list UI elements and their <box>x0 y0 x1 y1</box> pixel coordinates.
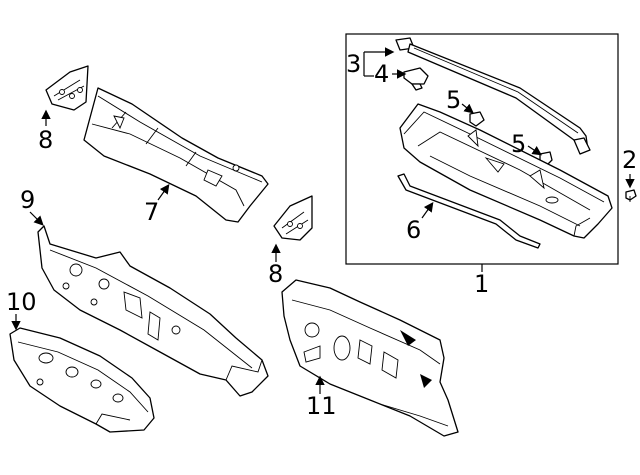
cowl-panel-part <box>399 103 613 239</box>
cowl-top-part <box>83 87 269 223</box>
fastener-part-upper <box>469 111 485 127</box>
callout-2: 2 <box>622 146 637 174</box>
leader-lines <box>11 47 635 394</box>
callout-8-lower: 8 <box>268 260 283 288</box>
callout-5-lower: 5 <box>511 130 526 158</box>
callout-4: 4 <box>374 60 389 88</box>
callout-9: 9 <box>20 186 35 214</box>
clip-part <box>403 67 429 91</box>
callout-11: 11 <box>306 392 337 420</box>
bracket-part-lower <box>273 195 313 241</box>
callout-8-upper: 8 <box>38 126 53 154</box>
bracket-part-upper <box>45 65 89 111</box>
weatherstrip-part <box>395 37 591 155</box>
callout-3: 3 <box>346 50 361 78</box>
callout-6: 6 <box>406 216 421 244</box>
callout-7: 7 <box>144 198 159 226</box>
callout-1: 1 <box>474 270 489 298</box>
dash-panel-part <box>37 225 269 397</box>
seal-strip-part <box>397 173 541 249</box>
clip-small-part <box>625 189 637 202</box>
insulator-part-small <box>9 327 155 433</box>
insulator-part-large <box>281 279 459 437</box>
callout-10: 10 <box>6 288 37 316</box>
callout-5-upper: 5 <box>446 86 461 114</box>
